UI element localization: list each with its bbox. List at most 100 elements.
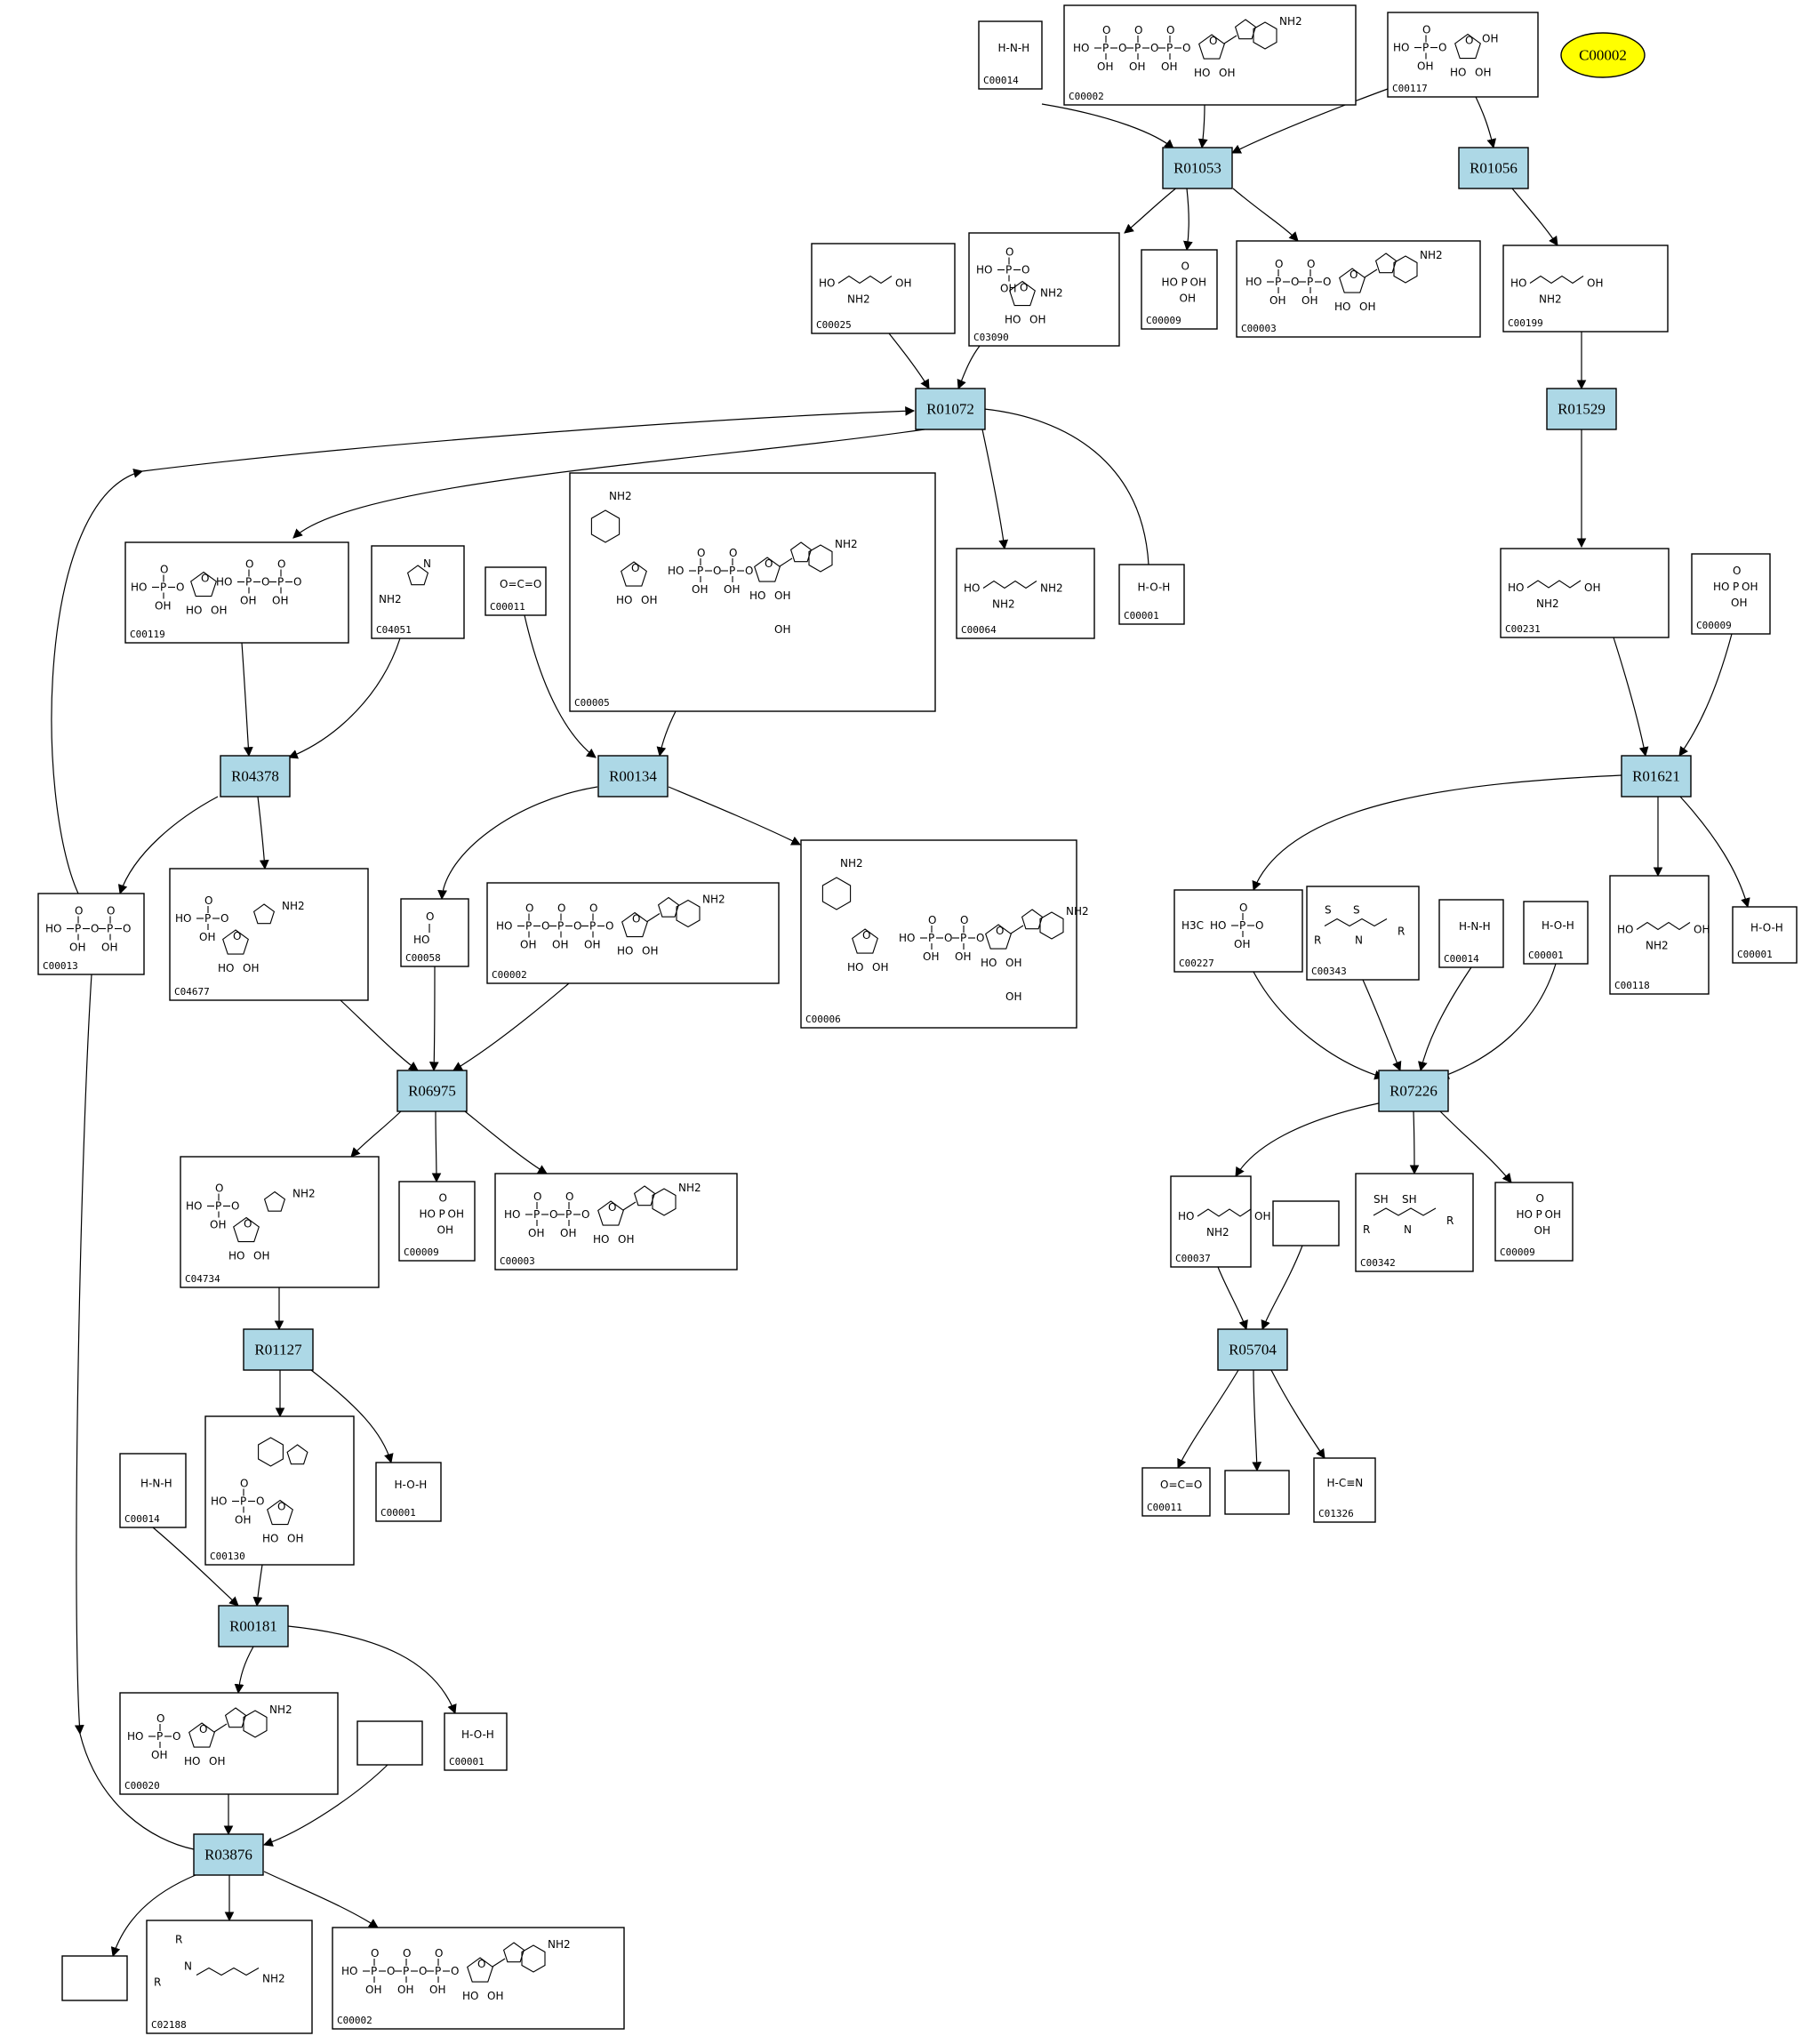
svg-text:OH: OH: [1161, 60, 1177, 73]
reaction-node[interactable]: R07226: [1378, 1070, 1449, 1112]
reaction-node[interactable]: R05704: [1217, 1328, 1288, 1371]
svg-text:OH: OH: [1417, 60, 1433, 73]
compound-id: C00002: [337, 2015, 372, 2026]
highlighted-compound[interactable]: C00002: [1560, 32, 1646, 78]
compound-id: C00001: [1737, 949, 1773, 960]
reaction-node[interactable]: R01072: [915, 388, 986, 430]
svg-text:HO: HO: [262, 1533, 278, 1545]
reaction-node[interactable]: R01621: [1621, 755, 1692, 798]
svg-text:O: O: [245, 558, 253, 571]
svg-text:P: P: [156, 1730, 163, 1743]
svg-text:OH: OH: [618, 1233, 634, 1246]
empty-compound-node[interactable]: [1272, 1200, 1340, 1246]
reaction-id: R00181: [229, 1618, 277, 1635]
reaction-node[interactable]: R00134: [597, 755, 669, 798]
svg-text:N: N: [1355, 934, 1363, 947]
svg-text:P: P: [1307, 276, 1313, 288]
svg-text:O: O: [729, 547, 737, 559]
svg-text:O: O: [1134, 24, 1142, 36]
reaction-node[interactable]: R06975: [396, 1070, 468, 1112]
reaction-edge: [1678, 633, 1733, 757]
reaction-id: R04378: [231, 768, 279, 785]
reaction-node[interactable]: R01529: [1546, 388, 1617, 430]
svg-text:P: P: [1005, 264, 1012, 277]
empty-compound-node[interactable]: [1224, 1470, 1290, 1515]
svg-text:HO: HO: [186, 605, 202, 617]
svg-text:OH: OH: [1584, 581, 1600, 594]
empty-compound-node[interactable]: [356, 1720, 423, 1766]
svg-text:P: P: [245, 576, 252, 589]
reaction-edge: [957, 345, 981, 389]
reaction-node[interactable]: R01053: [1162, 147, 1233, 189]
reaction-node[interactable]: R00181: [218, 1605, 289, 1647]
reaction-edge: [1418, 966, 1472, 1072]
svg-text:H-O-H: H-O-H: [395, 1479, 428, 1491]
svg-text:NH2: NH2: [379, 593, 402, 605]
svg-text:O: O: [1422, 24, 1430, 36]
reaction-edge: [1475, 96, 1497, 149]
empty-compound-node[interactable]: [61, 1955, 128, 2001]
svg-text:NH2: NH2: [847, 293, 870, 306]
svg-text:O: O: [549, 1208, 557, 1221]
reaction-node[interactable]: R01127: [243, 1328, 314, 1371]
svg-text:O: O: [160, 564, 168, 576]
compound-id: C04677: [174, 986, 210, 998]
svg-text:O: O: [1291, 276, 1299, 288]
reaction-node[interactable]: R01056: [1458, 147, 1529, 189]
svg-text:O: O: [204, 894, 212, 907]
svg-text:H-C≡N: H-C≡N: [1327, 1477, 1364, 1489]
svg-text:NH2: NH2: [1040, 582, 1063, 595]
svg-text:O: O: [928, 914, 936, 926]
reaction-node[interactable]: R03876: [193, 1833, 264, 1876]
reaction-node[interactable]: R04378: [220, 755, 291, 798]
compound-id: C00342: [1360, 1257, 1396, 1269]
svg-text:OH: OH: [642, 945, 658, 958]
compound-id: C00003: [1241, 323, 1277, 334]
svg-text:HO: HO: [1517, 1208, 1533, 1221]
reaction-edge: [1197, 104, 1208, 149]
compound-id: C00014: [983, 75, 1019, 86]
